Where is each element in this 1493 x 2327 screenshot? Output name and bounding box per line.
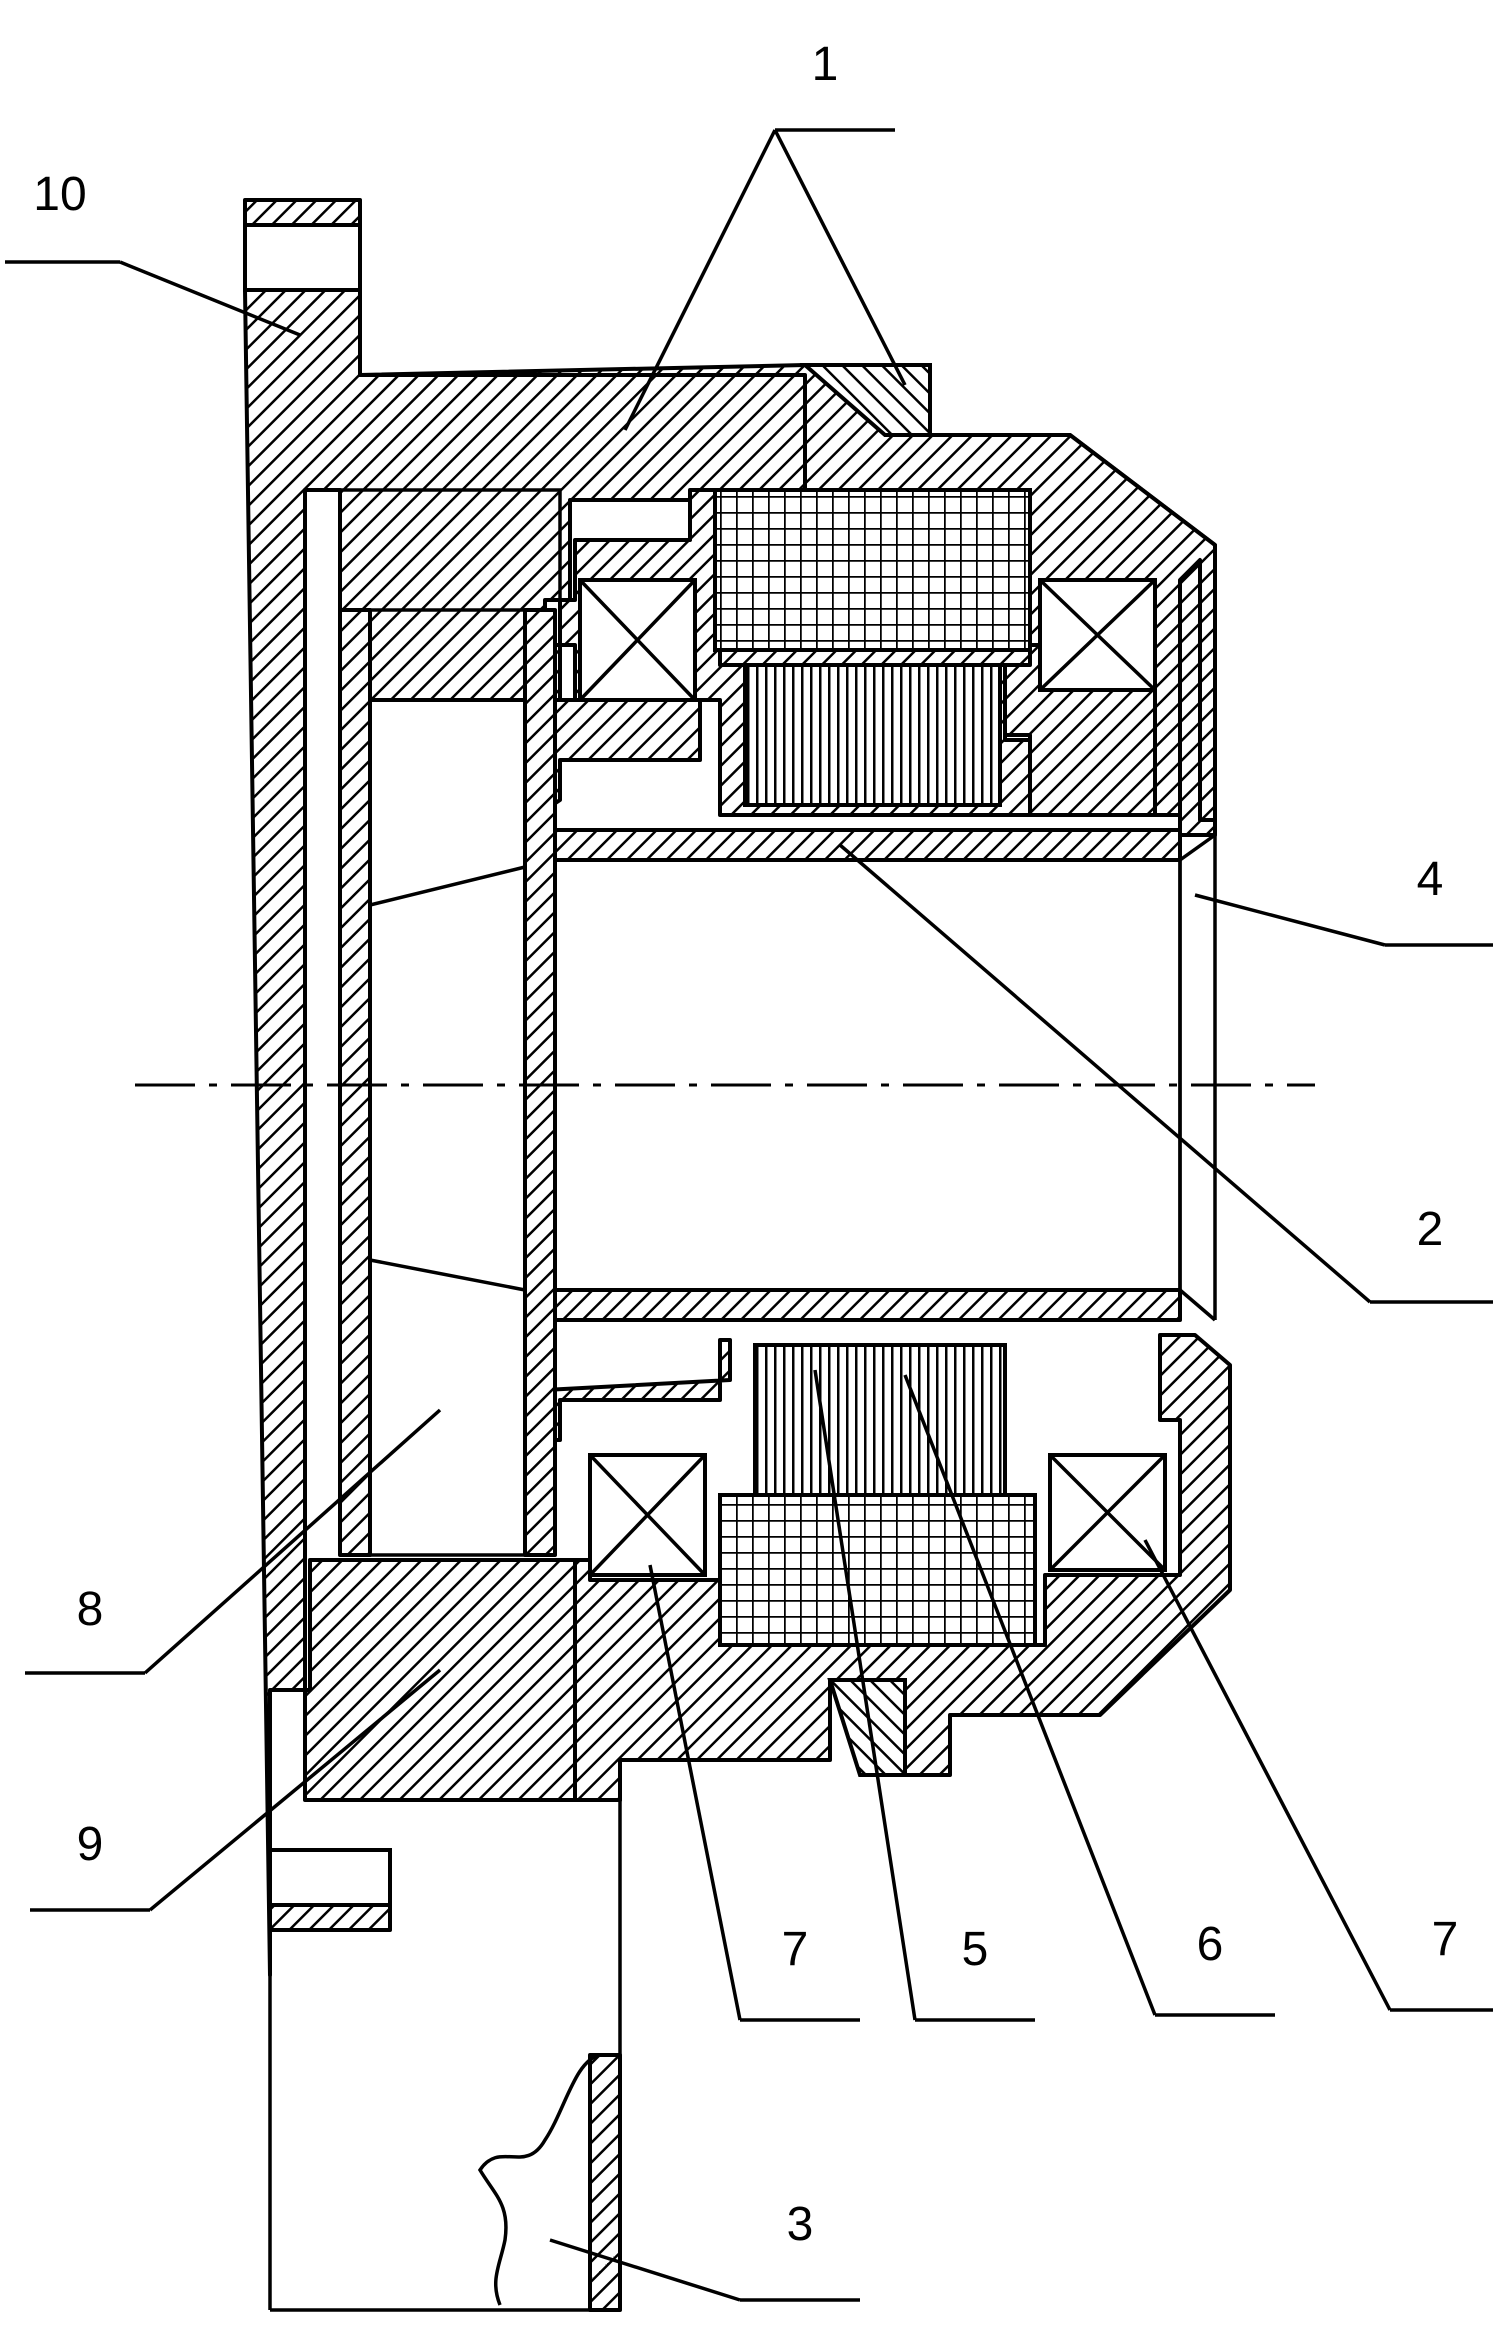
label-2: 2 — [1417, 1203, 1444, 1256]
label-4: 4 — [1417, 853, 1444, 906]
label-5: 5 — [962, 1923, 989, 1976]
label-9: 9 — [77, 1818, 104, 1871]
label-1: 1 — [812, 38, 839, 91]
bearing-upper-left — [580, 580, 695, 700]
bearing-upper-right — [1040, 580, 1155, 690]
label-7-left: 7 — [782, 1923, 809, 1976]
label-3: 3 — [787, 2198, 814, 2251]
label-6: 6 — [1197, 1918, 1224, 1971]
bearing-lower-right — [1050, 1455, 1165, 1570]
bearing-lower-left — [590, 1455, 705, 1575]
label-7-right: 7 — [1432, 1913, 1459, 1966]
impeller-disc — [340, 610, 555, 1555]
label-10: 10 — [33, 168, 86, 221]
label-8: 8 — [77, 1583, 104, 1636]
